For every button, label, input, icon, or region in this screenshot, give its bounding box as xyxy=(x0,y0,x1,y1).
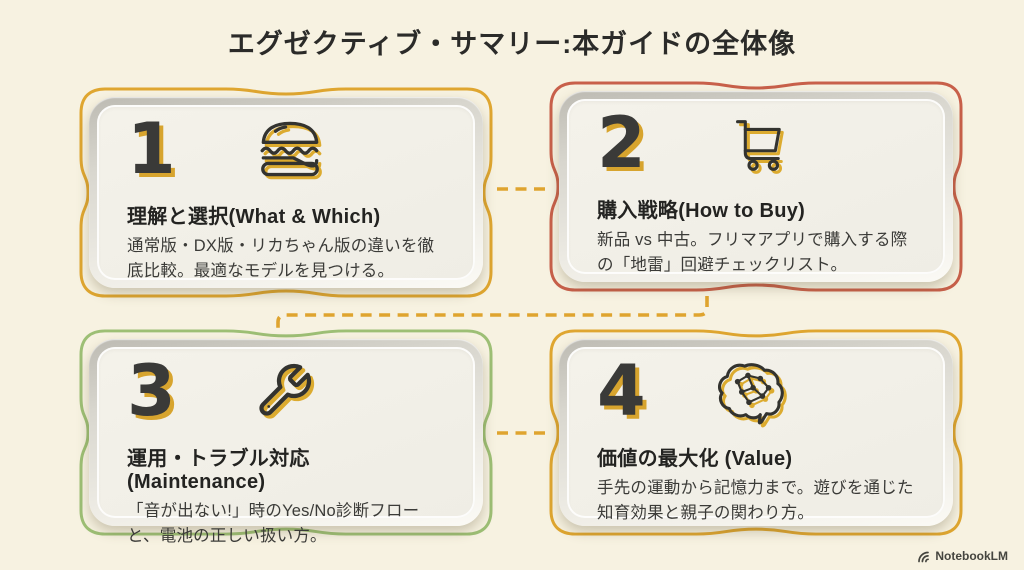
brain-network-icon xyxy=(710,361,790,425)
card-body: 新品 vs 中古。フリマアプリで購入する際の「地雷」回避チェックリスト。 xyxy=(597,231,908,274)
card-content: 1 理解と選択(What & Which) 通常版・DX版・リカちゃん版の違いを… xyxy=(97,105,475,280)
step-number: 4 xyxy=(597,350,646,432)
notebooklm-watermark: NotebookLM xyxy=(917,549,1008,563)
tray: 1 理解と選択(What & Which) 通常版・DX版・リカちゃん版の違いを… xyxy=(89,97,483,288)
wrench-icon xyxy=(254,361,314,421)
notebooklm-logo-icon xyxy=(918,551,930,562)
card-heading: 価値の最大化 (Value) xyxy=(597,448,793,470)
card-content: 4 xyxy=(567,347,945,522)
card-what-and-which: 1 理解と選択(What & Which) 通常版・DX版・リカちゃん版の違いを… xyxy=(78,86,494,299)
page-title: エグゼクティブ・サマリー:本ガイドの全体像 xyxy=(227,29,797,59)
card-how-to-buy: 2 購入戦略(How to Buy) 新品 vs 中古。フリマアプリで購入する際… xyxy=(548,80,964,293)
decorative-frame xyxy=(79,87,493,298)
tray: 2 購入戦略(How to Buy) 新品 vs 中古。フリマアプリで購入する際… xyxy=(559,91,953,282)
card-body: 手先の運動から記憶力まで。遊びを通じた知育効果と親子の関わり方。 xyxy=(597,479,914,522)
shopping-cart-icon xyxy=(724,113,786,173)
connector-2-3 xyxy=(276,296,709,331)
card-maintenance: 3 運用・トラブル対応 (Maintenance) 「音が出ない!」時のYes/… xyxy=(78,328,494,545)
step-number: 2 xyxy=(597,102,646,184)
decorative-frame xyxy=(549,329,963,536)
decorative-frame xyxy=(549,81,963,292)
card-content: 2 購入戦略(How to Buy) 新品 vs 中古。フリマアプリで購入する際… xyxy=(567,99,945,274)
card-body: 「音が出ない!」時のYes/No診断フローと、電池の正しい扱い方。 xyxy=(127,502,420,545)
step-number: 1 xyxy=(127,108,176,190)
card-heading: 理解と選択(What & Which) xyxy=(127,206,381,228)
tray: 4 xyxy=(559,339,953,526)
card-body: 通常版・DX版・リカちゃん版の違いを徹底比較。最適なモデルを見つける。 xyxy=(127,237,435,280)
tray: 3 運用・トラブル対応 (Maintenance) 「音が出ない!」時のYes/… xyxy=(89,339,483,545)
card-value: 4 xyxy=(548,328,964,537)
step-number: 3 xyxy=(127,350,176,432)
decorative-frame xyxy=(79,329,493,536)
card-content: 3 運用・トラブル対応 (Maintenance) 「音が出ない!」時のYes/… xyxy=(97,347,475,545)
card-heading: 購入戦略(How to Buy) xyxy=(597,200,806,222)
burger-icon xyxy=(254,119,326,179)
card-heading: 運用・トラブル対応 (Maintenance) xyxy=(127,448,310,493)
watermark-label: NotebookLM xyxy=(935,549,1008,563)
